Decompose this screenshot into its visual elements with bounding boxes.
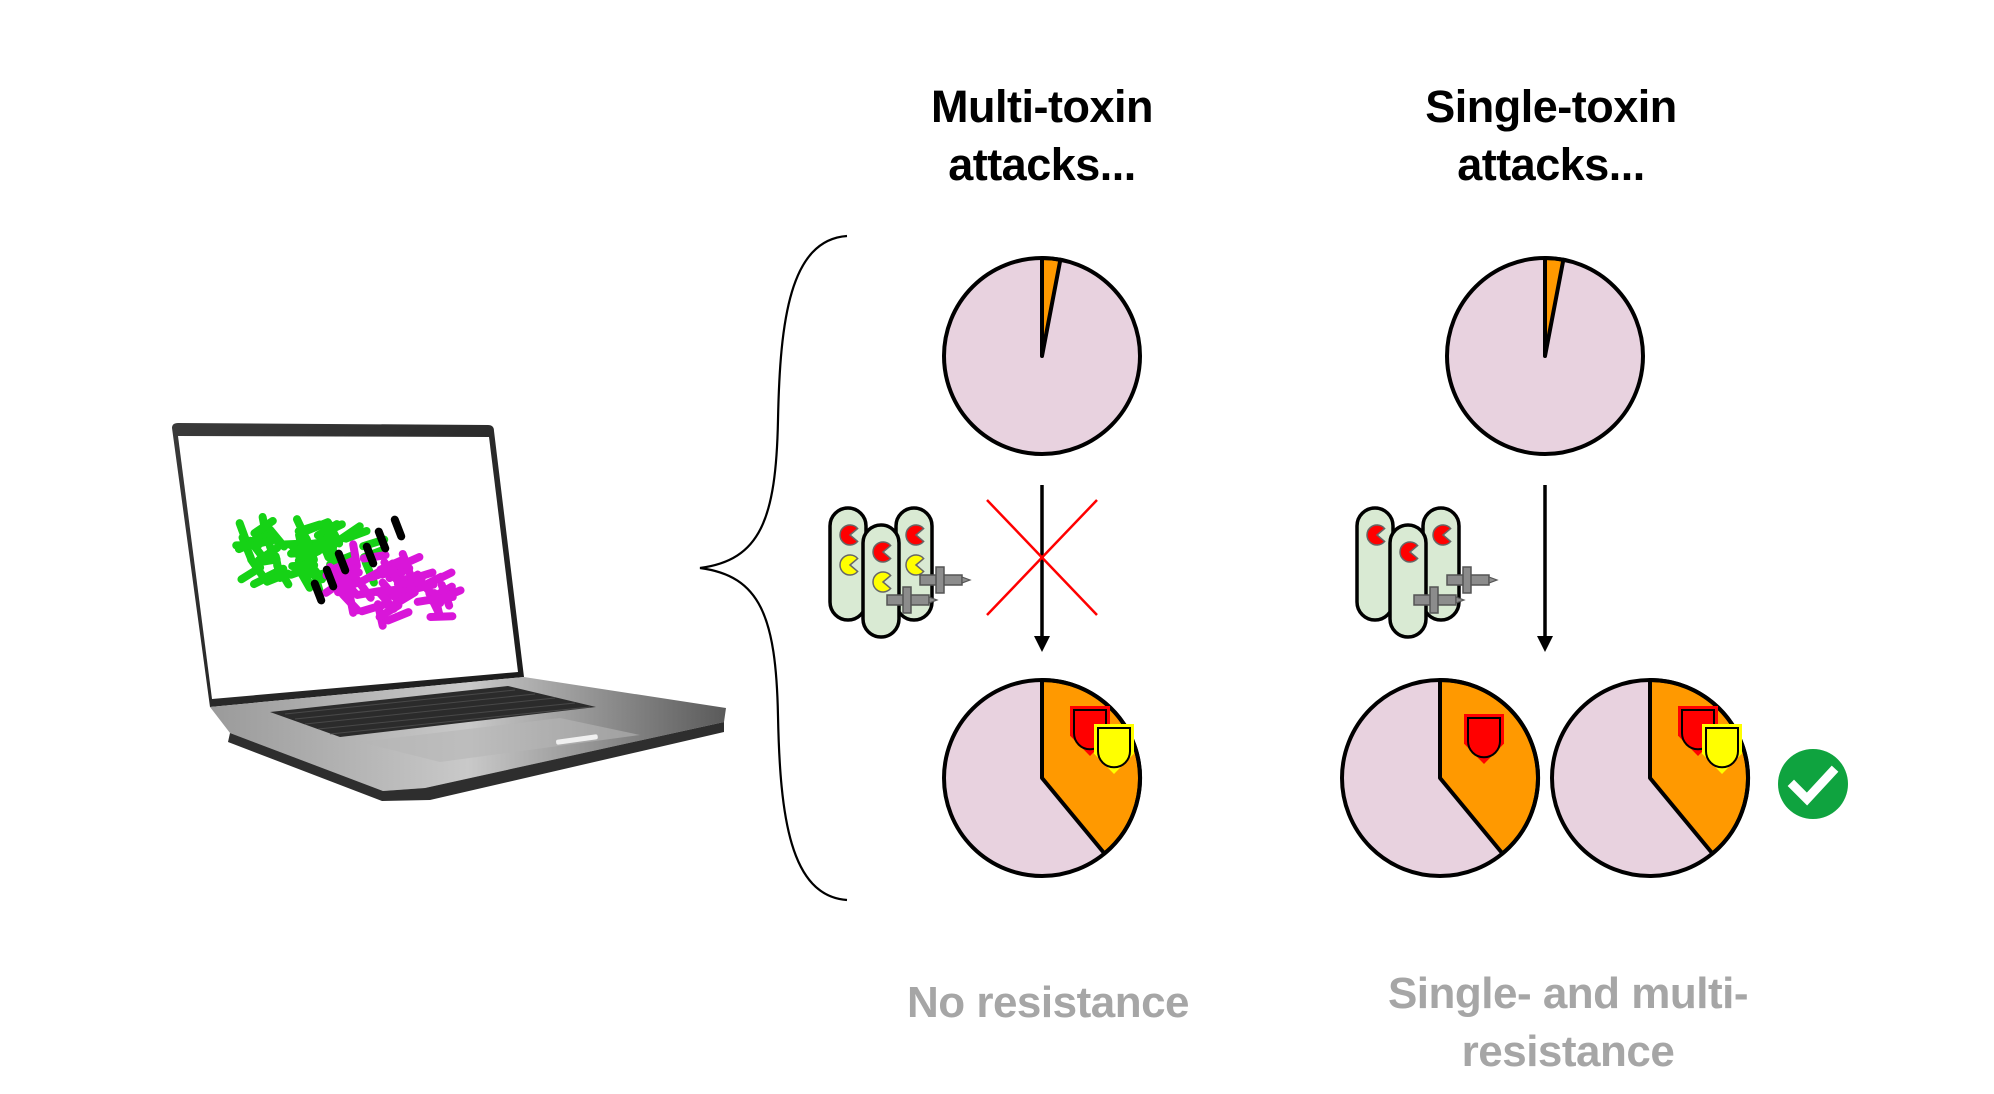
arrow-single (1537, 485, 1553, 652)
title-single-line2: attacks... (1457, 139, 1645, 190)
shield-icon-red (1464, 714, 1504, 764)
pie-outline (942, 256, 1142, 456)
toxin-icon-yellow (872, 571, 892, 593)
toxin-icon-red (1432, 524, 1452, 546)
toxin-icon-red (905, 524, 925, 546)
toxin-icon-red (839, 524, 859, 546)
sim-cell-green (250, 516, 277, 538)
pie-outline (1340, 678, 1540, 878)
toxin-icon-yellow (905, 554, 925, 576)
shield-icon-yellow (1094, 724, 1134, 774)
pie-multi-initial (942, 256, 1142, 456)
outcome-single-line2: resistance (1461, 1027, 1675, 1076)
pie-single-final-1 (1340, 678, 1540, 878)
check-circle-icon (1778, 749, 1848, 819)
laptop-base-edge (228, 722, 724, 801)
sim-cell-magenta (375, 588, 398, 613)
sim-cell-green (237, 563, 265, 584)
sim-cell-green (321, 520, 344, 547)
laptop-keyboard (270, 686, 596, 737)
title-single-toxin: Single-toxin attacks... (1341, 78, 1761, 194)
sim-cell-black (374, 527, 390, 553)
sim-cell-green (273, 561, 293, 589)
title-multi-line1: Multi-toxin (931, 81, 1153, 132)
attacker-clusters (828, 506, 1499, 639)
sim-cell-magenta (427, 568, 456, 587)
sim-cell-magenta (407, 568, 437, 584)
arrow-multi (1034, 485, 1050, 652)
sim-cell-green (294, 564, 314, 592)
sim-cell-magenta (413, 594, 444, 606)
sim-cell-magenta (384, 608, 413, 625)
title-multi-toxin: Multi-toxin attacks... (832, 78, 1252, 194)
sim-cell-black (310, 579, 326, 605)
sim-cell-green (324, 532, 339, 562)
title-single-line1: Single-toxin (1425, 81, 1677, 132)
red-x-icon (986, 499, 1098, 616)
sim-cell-magenta (336, 572, 359, 597)
sim-cell-magenta (398, 549, 415, 579)
title-multi-line2: attacks... (948, 139, 1136, 190)
sim-cell-magenta (391, 588, 419, 608)
sim-cell-green (302, 535, 318, 564)
toxin-icon-red (1399, 541, 1419, 563)
pie-outline (1445, 256, 1645, 456)
shield-icon-yellow (1702, 724, 1742, 774)
laptop-keys (284, 689, 591, 735)
outcome-single: Single- and multi- resistance (1338, 965, 1798, 1081)
laptop-notch (556, 734, 598, 745)
attacker-cell (1388, 523, 1428, 639)
sim-cell-black (334, 549, 350, 575)
outcome-multi: No resistance (838, 974, 1258, 1032)
outcome-multi-line1: No resistance (906, 978, 1190, 1027)
pie-single-final-2 (1550, 678, 1750, 878)
pie-multi-final (942, 678, 1142, 878)
pie-single-initial (1445, 256, 1645, 456)
sim-cell-green (341, 527, 371, 543)
sim-cell-magenta (344, 587, 358, 617)
sim-cell-magenta (393, 578, 424, 588)
injection-system-icon (919, 566, 972, 594)
toxin-icon-red (872, 541, 892, 563)
sim-cell-magenta (357, 600, 388, 616)
pie-group (942, 256, 1750, 878)
laptop-icon (172, 423, 726, 801)
sim-cell-black (322, 565, 338, 591)
toxin-icon-yellow (839, 554, 859, 576)
injection-system-icon (886, 586, 939, 614)
curly-brace (699, 234, 848, 902)
toxin-icon-red (1366, 524, 1386, 546)
sim-cell-magenta (368, 565, 398, 582)
injection-system-icon (1413, 586, 1466, 614)
sim-cell-green (250, 555, 281, 567)
attacker-cluster-multi (828, 506, 972, 639)
pie-outline (942, 678, 1142, 878)
injection-system-icon (1446, 566, 1499, 594)
pie-outline (1550, 678, 1750, 878)
sim-cell-black (362, 542, 378, 568)
outcome-single-line1: Single- and multi- (1387, 969, 1749, 1018)
laptop-trackpad (360, 718, 640, 762)
simulation-image (232, 512, 465, 630)
sim-cell-green (235, 519, 252, 548)
sim-cell-black (390, 515, 406, 541)
attacker-cluster-single (1355, 506, 1499, 639)
